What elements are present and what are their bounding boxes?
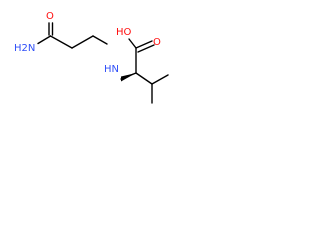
bond-cooh-o-1 bbox=[135, 40, 153, 49]
atom-label-acid-hydroxyl: HO bbox=[116, 27, 132, 38]
bond-cooh-oh bbox=[128, 38, 137, 49]
bond-ch2-ch2 bbox=[71, 35, 94, 49]
atom-label-amide-nitrogen: H2N bbox=[14, 43, 35, 54]
bond-amide-c-ch2 bbox=[49, 35, 73, 49]
bond-ch-ch3-right bbox=[151, 74, 169, 85]
stereo-wedge-bond bbox=[121, 73, 136, 82]
atom-label-acid-oxygen: O bbox=[153, 37, 161, 48]
atom-label-amide-oxygen: O bbox=[46, 11, 54, 22]
molecule-structure-diagram: O H2N HN HO O bbox=[14, 11, 169, 104]
bond-calpha-ch bbox=[135, 72, 153, 85]
atom-labels: O H2N HN HO O bbox=[14, 11, 161, 75]
bond-ch2-nh bbox=[92, 35, 108, 45]
bond-cooh-o-2 bbox=[137, 44, 155, 53]
atom-label-amine-nitrogen: HN bbox=[104, 64, 119, 75]
bonds bbox=[37, 22, 169, 104]
bond-amide-c-n bbox=[37, 35, 52, 45]
